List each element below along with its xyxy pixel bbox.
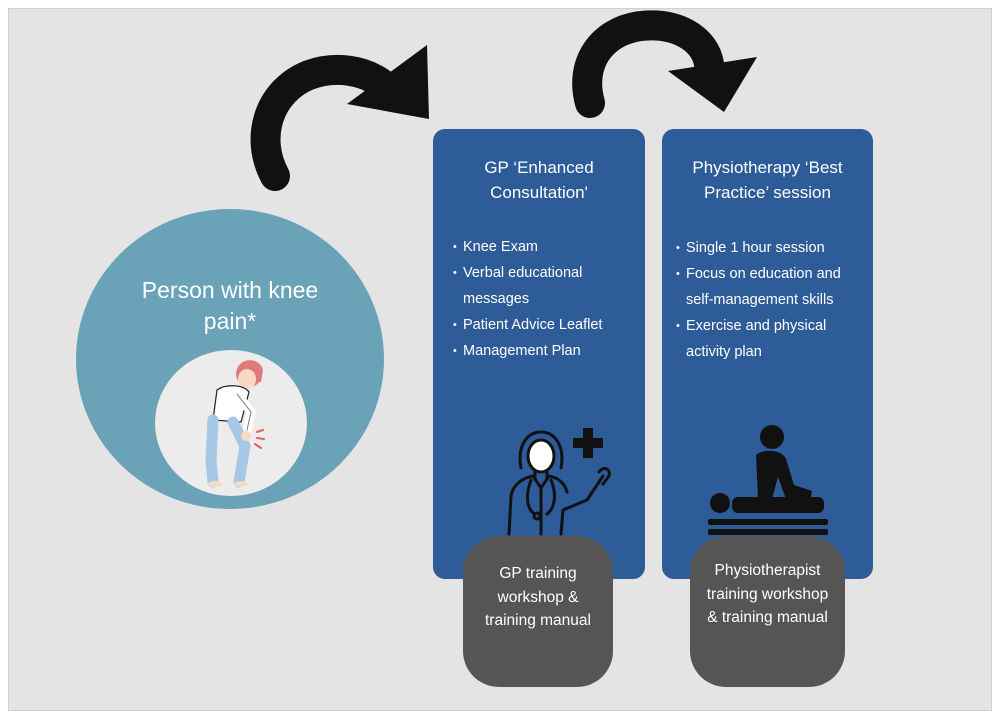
doctor-with-medical-cross-icon xyxy=(507,428,611,536)
physio-list-item: Focus on education and self-management s… xyxy=(676,261,866,313)
patient-circle: Person with knee pain* xyxy=(76,209,384,509)
gp-list-item: Knee Exam xyxy=(453,234,643,260)
gp-list-item: Verbal educational messages xyxy=(453,260,643,312)
gp-training-box: GP training workshop & training manual xyxy=(463,536,613,687)
person-knee-pain-illustration xyxy=(155,350,307,496)
gp-panel-list: Knee Exam Verbal educational messages Pa… xyxy=(453,234,643,364)
gp-list-item: Patient Advice Leaflet xyxy=(453,312,643,338)
physio-list-item: Single 1 hour session xyxy=(676,235,866,261)
gp-enhanced-consultation-panel: GP ‘Enhanced Consultation' Knee Exam Ver… xyxy=(433,129,645,579)
physio-list-item: Exercise and physical activity plan xyxy=(676,313,866,365)
physiotherapy-best-practice-panel: Physiotherapy ‘Best Practice’ session Si… xyxy=(662,129,873,579)
physiotherapist-massage-icon xyxy=(708,425,828,535)
physio-training-box: Physiotherapist training workshop & trai… xyxy=(690,536,845,687)
gp-list-item: Management Plan xyxy=(453,338,643,364)
gp-training-text: GP training workshop & training manual xyxy=(485,565,591,629)
gp-to-physio-arrow xyxy=(572,10,757,118)
patient-to-gp-arrow xyxy=(250,45,429,191)
physio-panel-list: Single 1 hour session Focus on education… xyxy=(676,235,866,365)
diagram-canvas: Person with knee pain* xyxy=(8,8,992,711)
gp-panel-title: GP ‘Enhanced Consultation' xyxy=(484,158,594,202)
physio-training-text: Physiotherapist training workshop & trai… xyxy=(706,562,829,626)
physio-panel-title: Physiotherapy ‘Best Practice’ session xyxy=(692,158,843,202)
patient-title: Person with knee pain* xyxy=(141,277,319,334)
flow-arrows xyxy=(250,10,757,191)
